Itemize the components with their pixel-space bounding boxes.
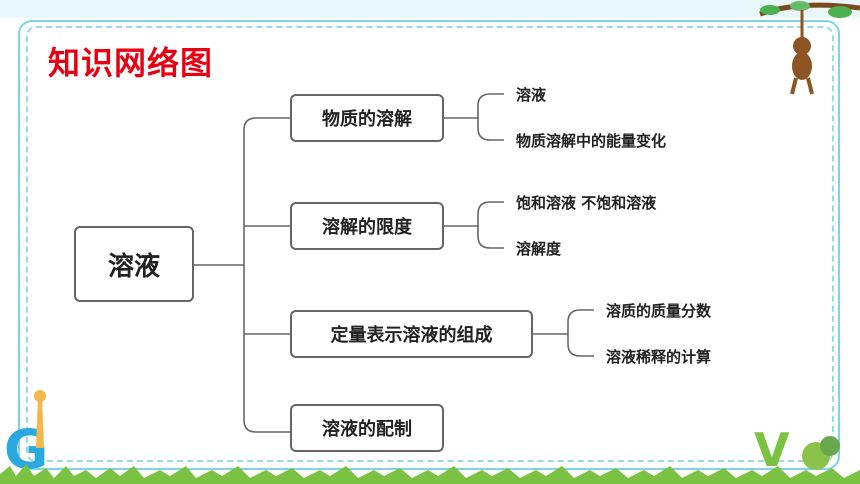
grass-strip (0, 464, 860, 484)
leaf-mass-fraction: 溶质的质量分数 (606, 302, 712, 320)
branch-node-composition: 定量表示溶液的组成 (290, 310, 533, 358)
leaf-dilution: 溶液稀释的计算 (606, 348, 712, 366)
branch-node-solubility-limit: 溶解的限度 (290, 202, 444, 250)
leaf-solubility: 溶解度 (516, 240, 562, 258)
top-strip (0, 0, 860, 18)
content-frame-dashed (26, 26, 834, 462)
branch-node-dissolution: 物质的溶解 (290, 94, 444, 142)
branch-node-preparation: 溶液的配制 (290, 404, 444, 452)
page-title: 知识网络图 (48, 44, 214, 82)
leaf-saturated: 饱和溶液 不饱和溶液 (516, 194, 657, 212)
grass-v-illustration: V (754, 423, 840, 477)
root-node: 溶液 (74, 226, 194, 302)
leaf-energy-change: 物质溶解中的能量变化 (516, 132, 667, 150)
leaf-solution: 溶液 (516, 86, 547, 104)
monkey-branch-illustration (759, 1, 860, 95)
svg-text:V: V (754, 423, 790, 477)
